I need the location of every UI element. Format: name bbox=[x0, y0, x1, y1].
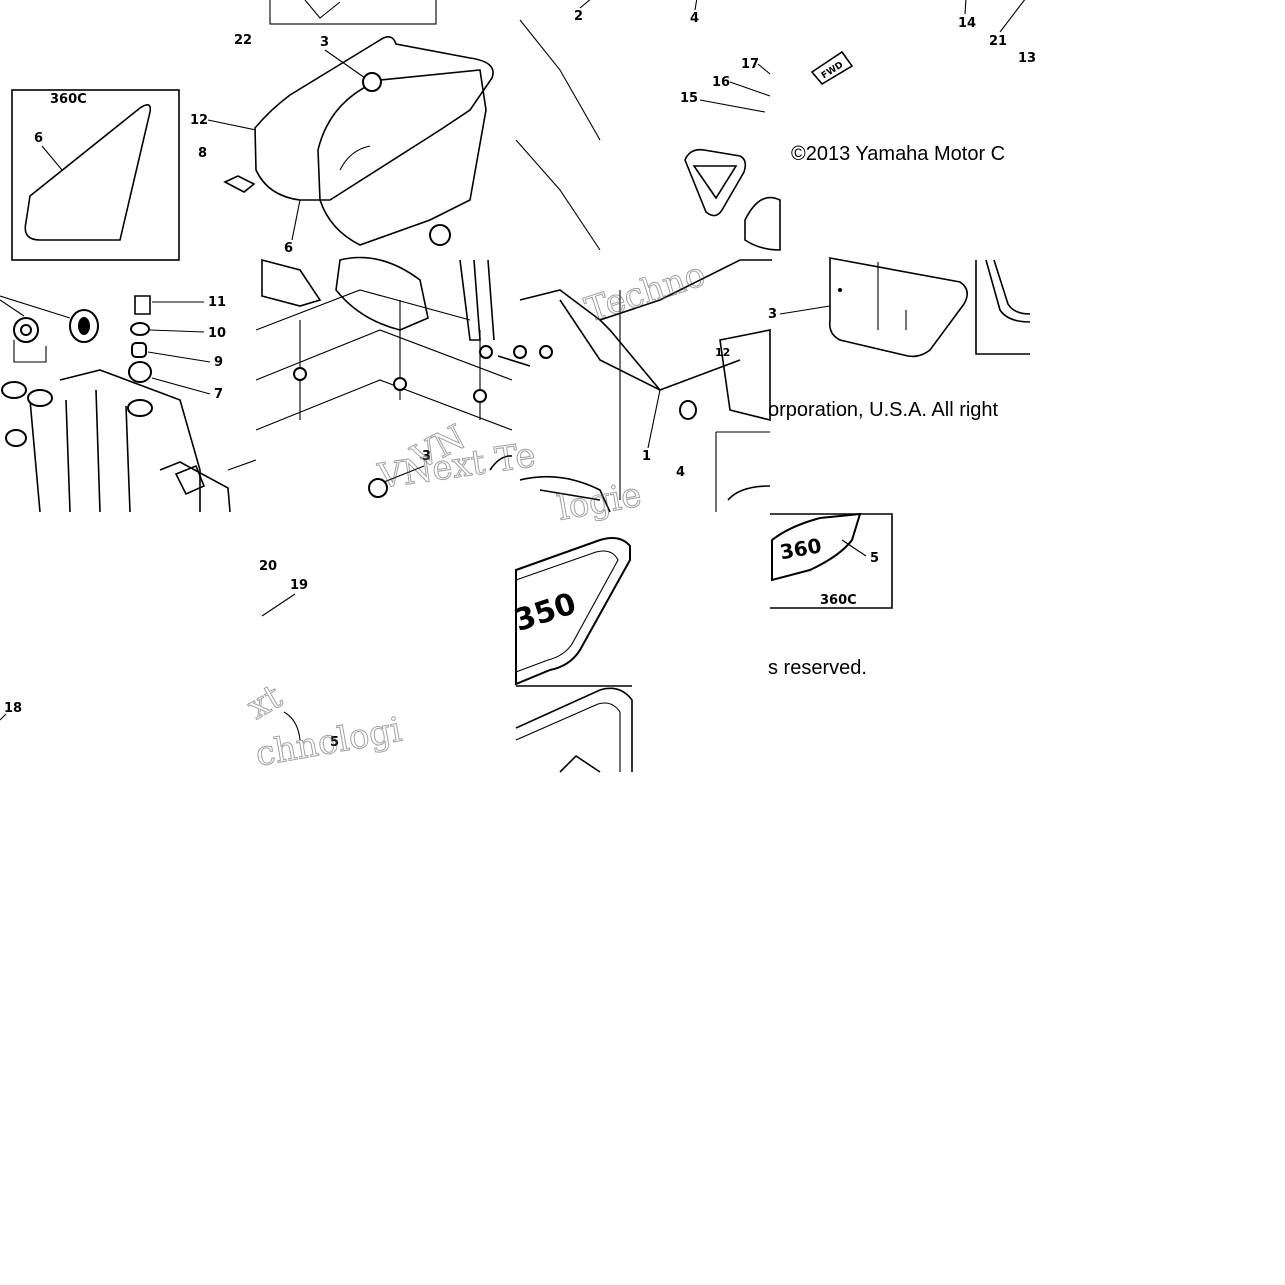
watermark-techno: Techno bbox=[580, 254, 710, 330]
callout-17: 17 bbox=[741, 57, 759, 72]
tile-side-cover-left: 360C 6 3 22 12 8 6 bbox=[11, 0, 494, 261]
tile-emblem-360: 360 5 360C s reserved. 12 bbox=[715, 346, 893, 679]
callout-4b: 4 bbox=[676, 465, 685, 480]
watermark-logie: logie bbox=[555, 475, 645, 529]
callout-14: 14 bbox=[958, 16, 976, 31]
callout-1: 1 bbox=[642, 449, 651, 464]
callout-13: 13 bbox=[1018, 51, 1036, 66]
tile-lower-left: 20 19 18 5 xt chnologi bbox=[0, 559, 405, 775]
callout-18: 18 bbox=[4, 701, 22, 716]
callout-3c: 3 bbox=[768, 307, 777, 322]
watermark-chnologi: chnologi bbox=[253, 710, 405, 775]
copyright-line-3: s reserved. bbox=[768, 657, 867, 679]
tile-frame: 3 VNext Te VN bbox=[255, 256, 538, 498]
callout-2: 2 bbox=[574, 9, 583, 24]
callout-9: 9 bbox=[214, 355, 223, 370]
callout-22: 22 bbox=[234, 33, 252, 48]
badge-360c-top: 360C bbox=[50, 92, 87, 107]
callout-21: 21 bbox=[989, 34, 1007, 49]
tile-muffler: 3 orporation, U.S.A. All right bbox=[768, 257, 1031, 421]
callout-3a: 3 bbox=[320, 35, 329, 50]
tile-battery-box: 11 10 9 7 bbox=[0, 295, 257, 513]
fwd-marker: FWD bbox=[810, 50, 854, 86]
tile-copyright-top: 14 21 13 FWD ©2013 Yamaha Motor C bbox=[744, 0, 1036, 251]
badge-360c-bottom: 360C bbox=[820, 593, 857, 608]
tile-toolbox: 2 4 17 16 15 bbox=[515, 0, 771, 251]
watermark-xt: xt bbox=[241, 677, 290, 728]
callout-4a: 4 bbox=[690, 11, 699, 26]
callout-15: 15 bbox=[680, 91, 698, 106]
emblem-350: 350 bbox=[510, 537, 631, 686]
callout-6a: 6 bbox=[34, 131, 43, 146]
callout-12a: 12 bbox=[190, 113, 208, 128]
callout-5b: 5 bbox=[870, 551, 879, 566]
callout-11: 11 bbox=[208, 295, 226, 310]
callout-19: 19 bbox=[290, 578, 308, 593]
copyright-line-1: ©2013 Yamaha Motor C bbox=[791, 143, 1005, 165]
callout-3b: 3 bbox=[422, 449, 431, 464]
emblem-lower bbox=[515, 687, 633, 773]
callout-5a: 5 bbox=[330, 735, 339, 750]
callout-7: 8 bbox=[198, 146, 207, 161]
callout-20: 20 bbox=[259, 559, 277, 574]
tile-toolbag: 1 4 Techno logie bbox=[479, 254, 772, 529]
callout-16: 16 bbox=[712, 75, 730, 90]
callout-6b: 6 bbox=[284, 241, 293, 256]
tile-emblems: 350 bbox=[510, 537, 633, 773]
callout-12b: 12 bbox=[715, 346, 730, 359]
callout-8: 7 bbox=[214, 387, 223, 402]
copyright-line-2: orporation, U.S.A. All right bbox=[768, 399, 999, 421]
callout-10: 10 bbox=[208, 326, 226, 341]
